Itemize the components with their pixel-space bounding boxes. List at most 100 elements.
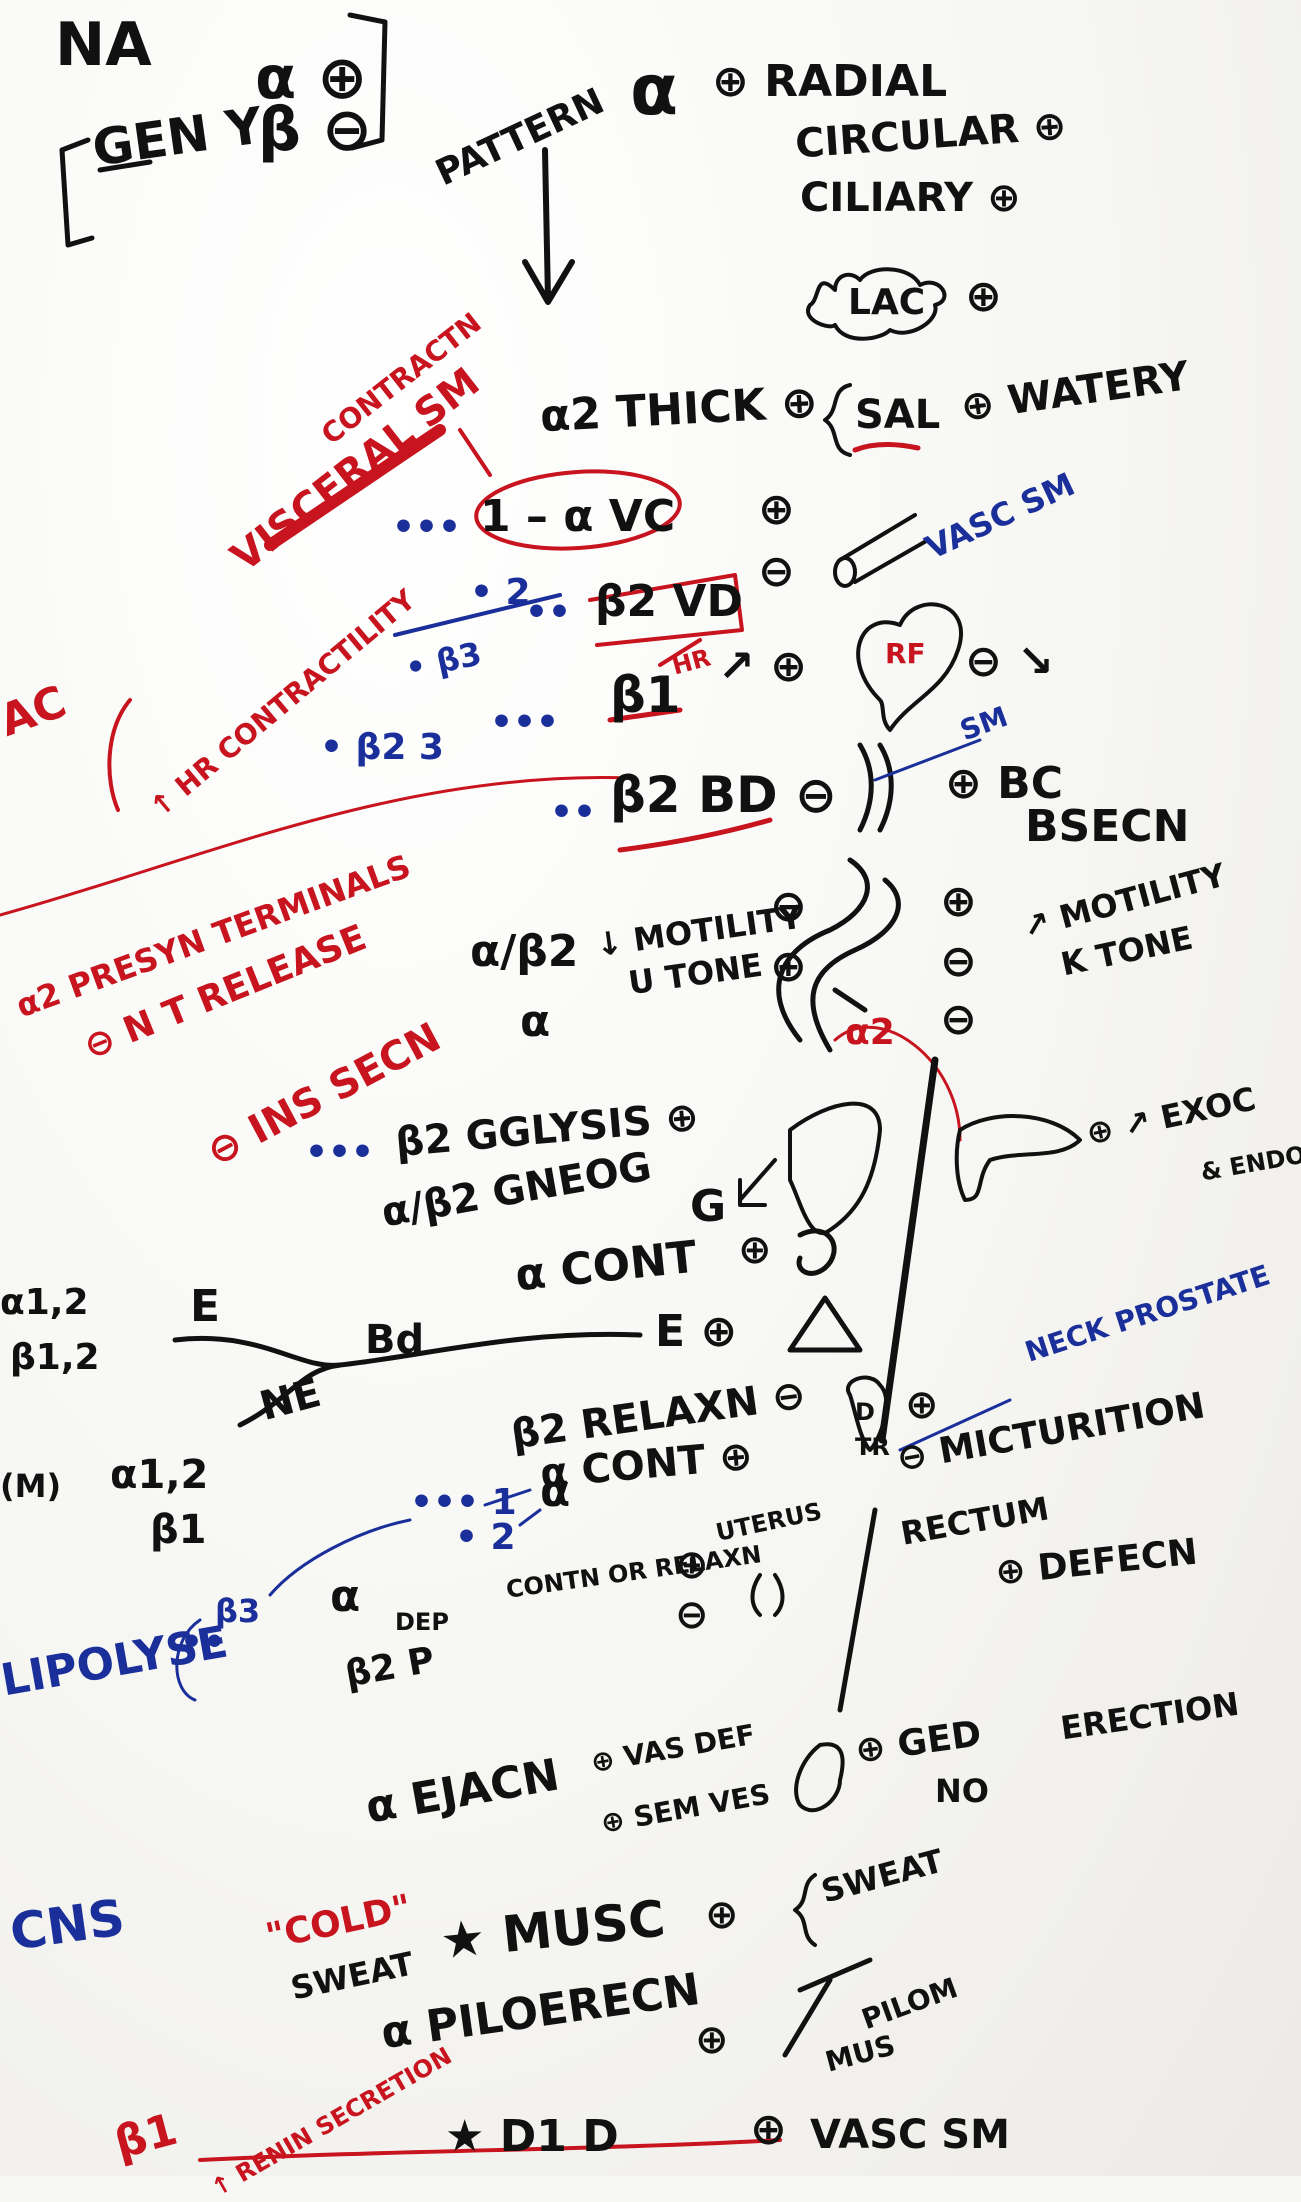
adrenal-triangle [787,1295,863,1353]
hr-plus: ↗ ⊕ [718,641,808,692]
gut-right-minus: ⊖ [940,936,977,987]
lac-label: LAC [848,282,926,323]
vessel-end [833,556,857,588]
spleen-plus: ⊕ [738,1227,772,1273]
spleen-curl [796,1228,837,1276]
gut-s-curve [776,857,870,1043]
e-top-label: E [190,1281,221,1332]
uterus-alpha-top: α [540,1466,571,1517]
bd-label: Bd [365,1317,425,1363]
bladder-d: D [855,1398,875,1426]
right-bracket [347,12,388,151]
uterus-bracket [175,1618,202,1702]
bd-underline [617,817,773,853]
heart-dots: ••• [490,702,560,743]
liver-arrow [738,1158,777,1207]
gut-s-curve-2 [810,877,901,1053]
e-right-label: E ⊕ [655,1306,738,1357]
dep-label: DEP [395,1608,449,1636]
heart-rate-tick [658,638,702,667]
lac-plus: ⊕ [965,271,1002,322]
gut-left-plus: ⊕ [770,941,807,992]
visceral-strike [264,424,446,551]
lac-cloud [806,267,947,341]
uterus-beta3: β3 [215,1592,261,1630]
blue-dots-vc: ••• [392,507,462,548]
hr-bracket [107,698,132,812]
uterus-dots2: • 2 [455,1517,516,1558]
bladder-shape [846,1375,889,1452]
pancreas-shape [954,1114,1082,1202]
sal-brace [823,383,852,457]
bsec-label: BSECN [1025,801,1190,852]
g-label: G [690,1181,727,1232]
ciliary-label: CILIARY ⊕ [800,175,1021,221]
bladder-tr: TR [855,1433,890,1461]
beta23-label: • β2 3 [320,727,444,768]
liver-shape [788,1101,882,1235]
pilo-plus: ⊕ [695,2017,729,2063]
pilo-stroke [782,1957,873,2058]
bronchi-left [857,742,874,833]
midline-lower [837,1507,878,1713]
bottom-red-line [198,2138,782,2162]
down-arrow [522,147,575,305]
alpha1-vc-loop [474,469,682,551]
rf-minus: ⊖ ↘ [965,636,1055,687]
sweat-brace [793,1873,817,1947]
alpha1-vc-label: 1 – α VC [480,491,676,542]
gut-alpha: α [520,996,551,1047]
beta2-vd-label: β2 VD [595,576,744,627]
vc-plus: ⊕ [758,484,795,535]
beta2-dots2: • 2 [470,572,531,613]
prostate-line [898,1398,1012,1452]
bottom-vasc-sm: VASC SM [810,2112,1010,2158]
gut-sphincter [832,987,868,1013]
left-beta1: β1 [150,1507,207,1553]
vessel-tube [838,513,930,584]
bottom-plus: ⊕ [750,2104,787,2155]
gen-underline [97,159,153,173]
beta2-line [393,593,562,637]
gut-right-plus: ⊕ [940,876,977,927]
ne-curve [237,1362,343,1428]
adrenal-alpha12: α1,2 [0,1282,89,1323]
bronchi-right [877,742,894,833]
vd-minus: ⊖ [758,546,795,597]
beta-minus: β ⊖ [258,95,373,165]
beta1-underline [607,707,683,723]
long-red-curve [0,776,632,917]
uterus-plus: ⊕ [675,1542,709,1588]
beta2-vd-box [588,573,744,647]
left-bracket [59,137,95,248]
bladder-plus: ⊕ [905,1382,939,1428]
beta2-vd-dots: •• [525,592,572,633]
radial-label: ⊕ RADIAL [712,56,948,107]
uterus-blue-connector [483,1488,542,1527]
na-label: NA [55,10,152,80]
midline-upper [878,1056,939,1444]
sal-label: SAL [855,392,941,438]
eye-alpha: α [630,49,679,131]
musc-plus: ⊕ [705,1892,739,1938]
repro-shape [794,1742,845,1813]
gut-right-minus2: ⊖ [940,994,977,1045]
uterus-blue-curve [268,1518,412,1597]
no-label: NO [935,1772,989,1810]
uterus-alpha: α [330,1571,361,1622]
sm-connector [458,428,492,477]
e-curve [172,1331,643,1368]
beta2-bd-label: β2 BD ⊖ [610,766,837,824]
uterus-minus: ⊖ [675,1592,709,1638]
glys-dots: ••• [305,1132,375,1173]
uterus-parens [750,1573,785,1617]
rf-label: RF [885,637,926,670]
uterus-b-dots: •• [180,1622,227,1663]
left-alpha12: α1,2 [110,1452,209,1498]
alpha2-gut: α2 [845,1012,895,1053]
bc-label: ⊕ BC [945,758,1064,809]
bd-dots: •• [550,792,597,833]
gut-alpha-beta2: α/β2 [470,926,579,977]
